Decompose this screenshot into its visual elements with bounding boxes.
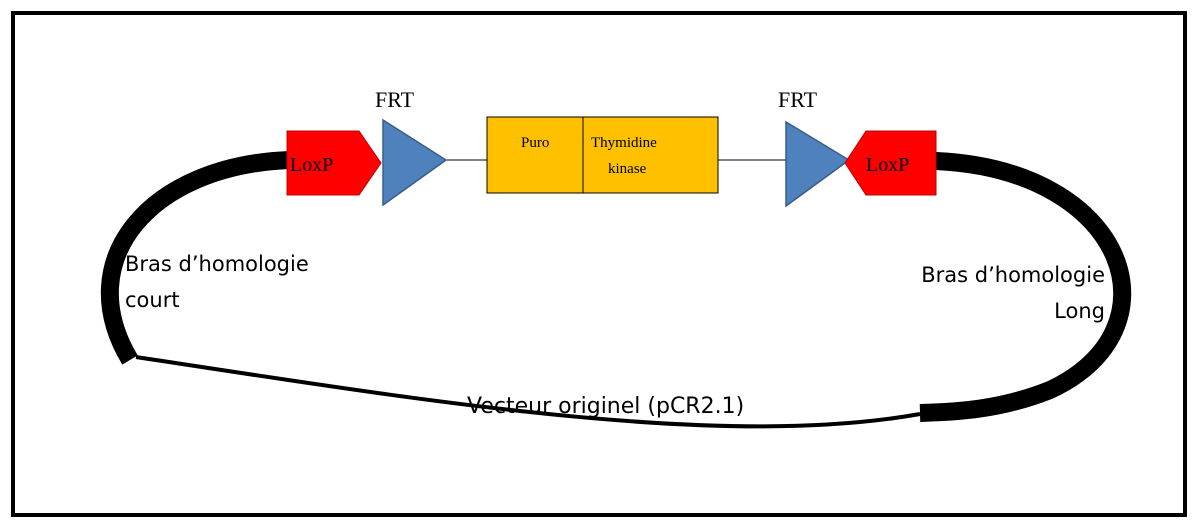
frt-left-shape bbox=[382, 118, 448, 207]
loxp-right-label: LoxP bbox=[866, 154, 909, 176]
tk-label-line1: Thymidine bbox=[591, 135, 657, 151]
loxp-left-shape bbox=[286, 130, 382, 196]
loxp-right-shape bbox=[844, 130, 937, 196]
vector-label: Vecteur originel (pCR2.1) bbox=[467, 394, 744, 419]
diagram-frame bbox=[11, 11, 1187, 517]
frt-right-shape bbox=[785, 120, 851, 208]
long-homology-arm bbox=[919, 152, 1132, 422]
short-homology-arm bbox=[101, 151, 291, 365]
short-arm-label-line2: court bbox=[125, 288, 180, 312]
tk-label-line2: kinase bbox=[608, 161, 647, 177]
vector-backbone bbox=[135, 355, 921, 429]
frt-left-label: FRT bbox=[375, 87, 415, 112]
long-arm-label-line1: Bras d’homologie bbox=[921, 263, 1105, 287]
loxp-left-label: LoxP bbox=[290, 154, 333, 176]
puro-label: Puro bbox=[521, 135, 549, 151]
long-arm-label-line2: Long bbox=[1054, 299, 1105, 323]
short-arm-label-line1: Bras d’homologie bbox=[125, 252, 309, 276]
frt-right-label: FRT bbox=[778, 87, 818, 112]
tk-box bbox=[582, 116, 719, 194]
puro-box bbox=[486, 116, 584, 194]
